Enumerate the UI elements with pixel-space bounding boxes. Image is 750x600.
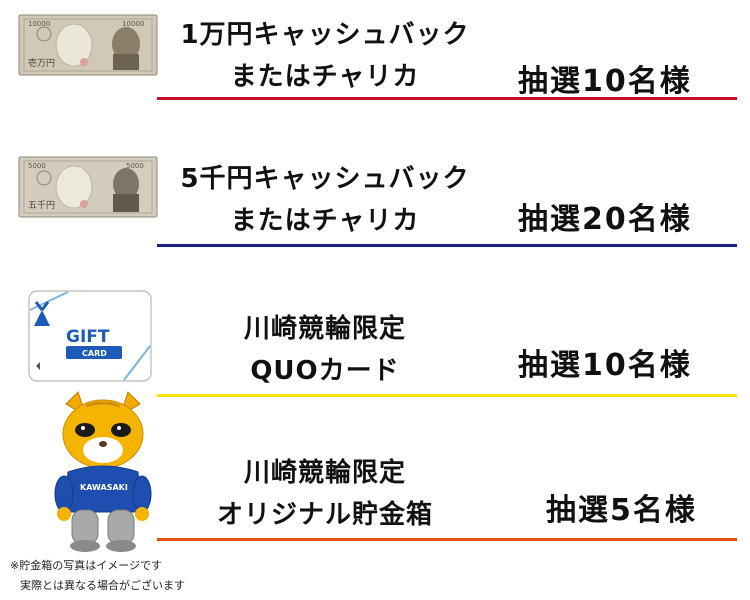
banknote-amount-label-right: 5000 [126, 162, 144, 170]
prize-underline [157, 394, 737, 397]
gift-card-text: GIFT [66, 327, 110, 347]
prize-title: 川崎競輪限定 QUOカード [160, 308, 490, 392]
prize-title: 5千円キャッシュバック またはチャリカ [160, 158, 490, 242]
prize-title: 1万円キャッシュバック またはチャリカ [160, 14, 490, 98]
prize-title-line2: またはチャリカ [230, 206, 420, 236]
prize-title-line1: 5千円キャッシュバック [180, 164, 470, 194]
prize-title-line1: 川崎競輪限定 [243, 314, 406, 344]
banknote-kanji-label: 壱万円 [28, 57, 55, 69]
banknote-amount-label: 10000 [28, 20, 50, 28]
note-line1: ※貯金箱の写真はイメージです [10, 559, 162, 572]
prize-underline [157, 244, 737, 247]
gift-card-subtext: CARD [82, 349, 107, 358]
note-line2: 実際とは異なる場合がございます [20, 579, 185, 592]
prize-lottery-count: 抽選20名様 [518, 202, 692, 237]
cat-mascot-coin-bank-image: KAWASAKI [50, 390, 156, 558]
prize-underline [157, 538, 737, 541]
banknote-amount-label-right: 10000 [122, 20, 144, 28]
banknote-kanji-label: 五千円 [28, 200, 55, 211]
mascot-shirt-text: KAWASAKI [80, 483, 128, 492]
10000-yen-banknote-image: 10000 10000 壱万円 [18, 14, 158, 80]
prize-title-line2: またはチャリカ [230, 62, 420, 92]
image-disclaimer-note: ※貯金箱の写真はイメージです 実際とは異なる場合がございます [10, 556, 185, 596]
prize-title-line1: 川崎競輪限定 [243, 458, 406, 488]
5000-yen-banknote-image: 5000 5000 五千円 [18, 156, 158, 222]
banknote-amount-label: 5000 [28, 162, 46, 170]
prize-title-line1: 1万円キャッシュバック [180, 20, 470, 50]
quo-gift-card-image: GIFT CARD [28, 290, 152, 386]
prize-underline [157, 97, 737, 100]
prize-lottery-count: 抽選5名様 [546, 493, 697, 528]
prize-lottery-count: 抽選10名様 [518, 64, 692, 99]
prize-lottery-count: 抽選10名様 [518, 348, 692, 383]
prize-title-line2: オリジナル貯金箱 [216, 500, 433, 530]
prize-title: 川崎競輪限定 オリジナル貯金箱 [160, 452, 490, 536]
prize-title-line2: QUOカード [250, 356, 400, 386]
